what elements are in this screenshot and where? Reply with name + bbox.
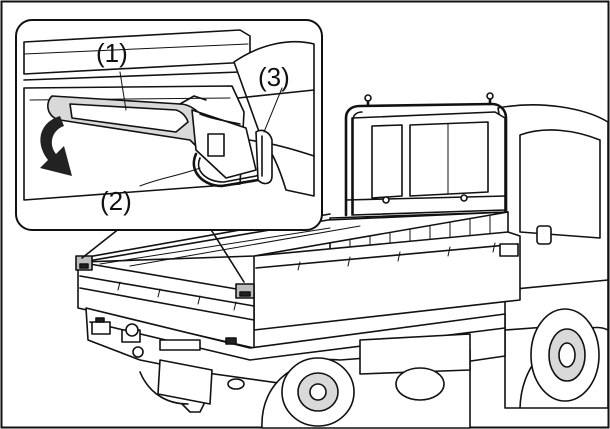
rotation-arrow-icon bbox=[40, 116, 72, 176]
mini-truck bbox=[75, 92, 609, 429]
callout-leader-right bbox=[209, 227, 245, 283]
callout-leader-left bbox=[81, 227, 121, 259]
detail-inset: (1) (2) (3) bbox=[15, 19, 323, 231]
callout-3-label: (3) bbox=[258, 62, 290, 92]
callout-2-label: (2) bbox=[100, 186, 132, 216]
callout-1-label: (1) bbox=[96, 38, 128, 68]
